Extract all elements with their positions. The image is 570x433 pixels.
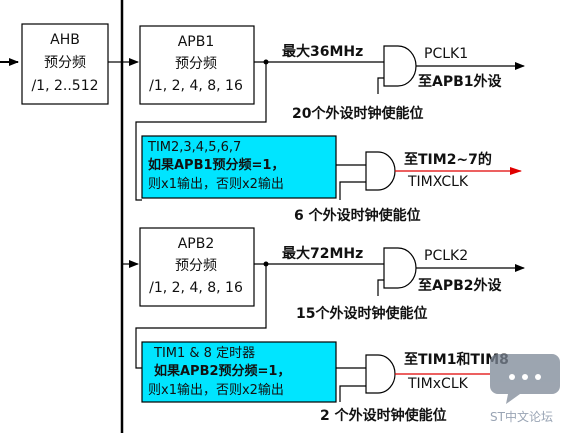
apb2-title: APB2 (178, 236, 215, 252)
apb2-to-tim18-line (135, 264, 267, 369)
apb1-enable-label: 20个外设时钟使能位 (292, 105, 423, 122)
tim18-rule: 则x1输出，否则x2输出 (148, 382, 284, 398)
ahb-title: AHB (50, 32, 80, 48)
tim27-rule: 则x1输出，否则x2输出 (148, 176, 284, 192)
tim18-and-gate (365, 354, 396, 394)
apb1-prescaler-range: /1, 2, 4, 8, 16 (149, 78, 243, 94)
tim18-dest-label: 至TIM1和TIM8 (404, 352, 509, 368)
ahb-prescaler-range: /1, 2..512 (31, 78, 98, 94)
tim18-enable-label: 2 个外设时钟使能位 (320, 407, 447, 424)
tim27-dest-label: 至TIM2~7的 (404, 151, 492, 168)
tim27-title: TIM2,3,4,5,6,7 (147, 140, 241, 155)
tim18-condition: 如果APB2预分频=1， (154, 363, 290, 379)
apb1-box (139, 25, 255, 105)
tim18-title: TIM1 & 8 定时器 (153, 346, 255, 361)
pclk2-label: PCLK2 (424, 248, 468, 264)
tim27-timxclk-label: TIMXCLK (407, 174, 469, 190)
apb1-dest-label: 至APB1外设 (418, 73, 503, 90)
apb2-enable-label: 15个外设时钟使能位 (296, 305, 427, 322)
tim18-multiplier-box (141, 341, 337, 403)
apb1-prescaler-label: 预分频 (175, 56, 217, 72)
tim27-enable-line (339, 181, 366, 200)
apb2-max-freq: 最大72MHz (282, 245, 363, 262)
watermark-logo (490, 354, 560, 404)
apb1-max-freq: 最大36MHz (282, 43, 363, 60)
ahb-prescaler-label: 预分频 (44, 55, 86, 71)
watermark-text: ST中文论坛 (490, 409, 553, 424)
ahb-box (21, 23, 109, 105)
apb2-enable-line (377, 279, 384, 296)
tim18-enable-line (339, 385, 366, 402)
apb1-and-gate (383, 45, 417, 87)
apb2-prescaler-range: /1, 2, 4, 8, 16 (149, 280, 243, 296)
apb1-enable-line (377, 77, 384, 94)
apb2-dest-label: 至APB2外设 (418, 277, 503, 294)
apb1-title: APB1 (178, 34, 215, 50)
apb1-to-tim27-line (135, 62, 267, 201)
tim27-condition: 如果APB1预分频=1， (148, 157, 284, 173)
tim27-multiplier-box (141, 135, 337, 199)
apb2-prescaler-label: 预分频 (175, 258, 217, 274)
apb2-box (139, 227, 255, 307)
tim27-and-gate (365, 151, 396, 191)
pclk1-label: PCLK1 (424, 46, 468, 62)
tim18-timxclk-label: TIMxCLK (407, 376, 469, 392)
tim27-enable-label: 6 个外设时钟使能位 (294, 207, 421, 224)
apb2-and-gate (383, 247, 417, 289)
